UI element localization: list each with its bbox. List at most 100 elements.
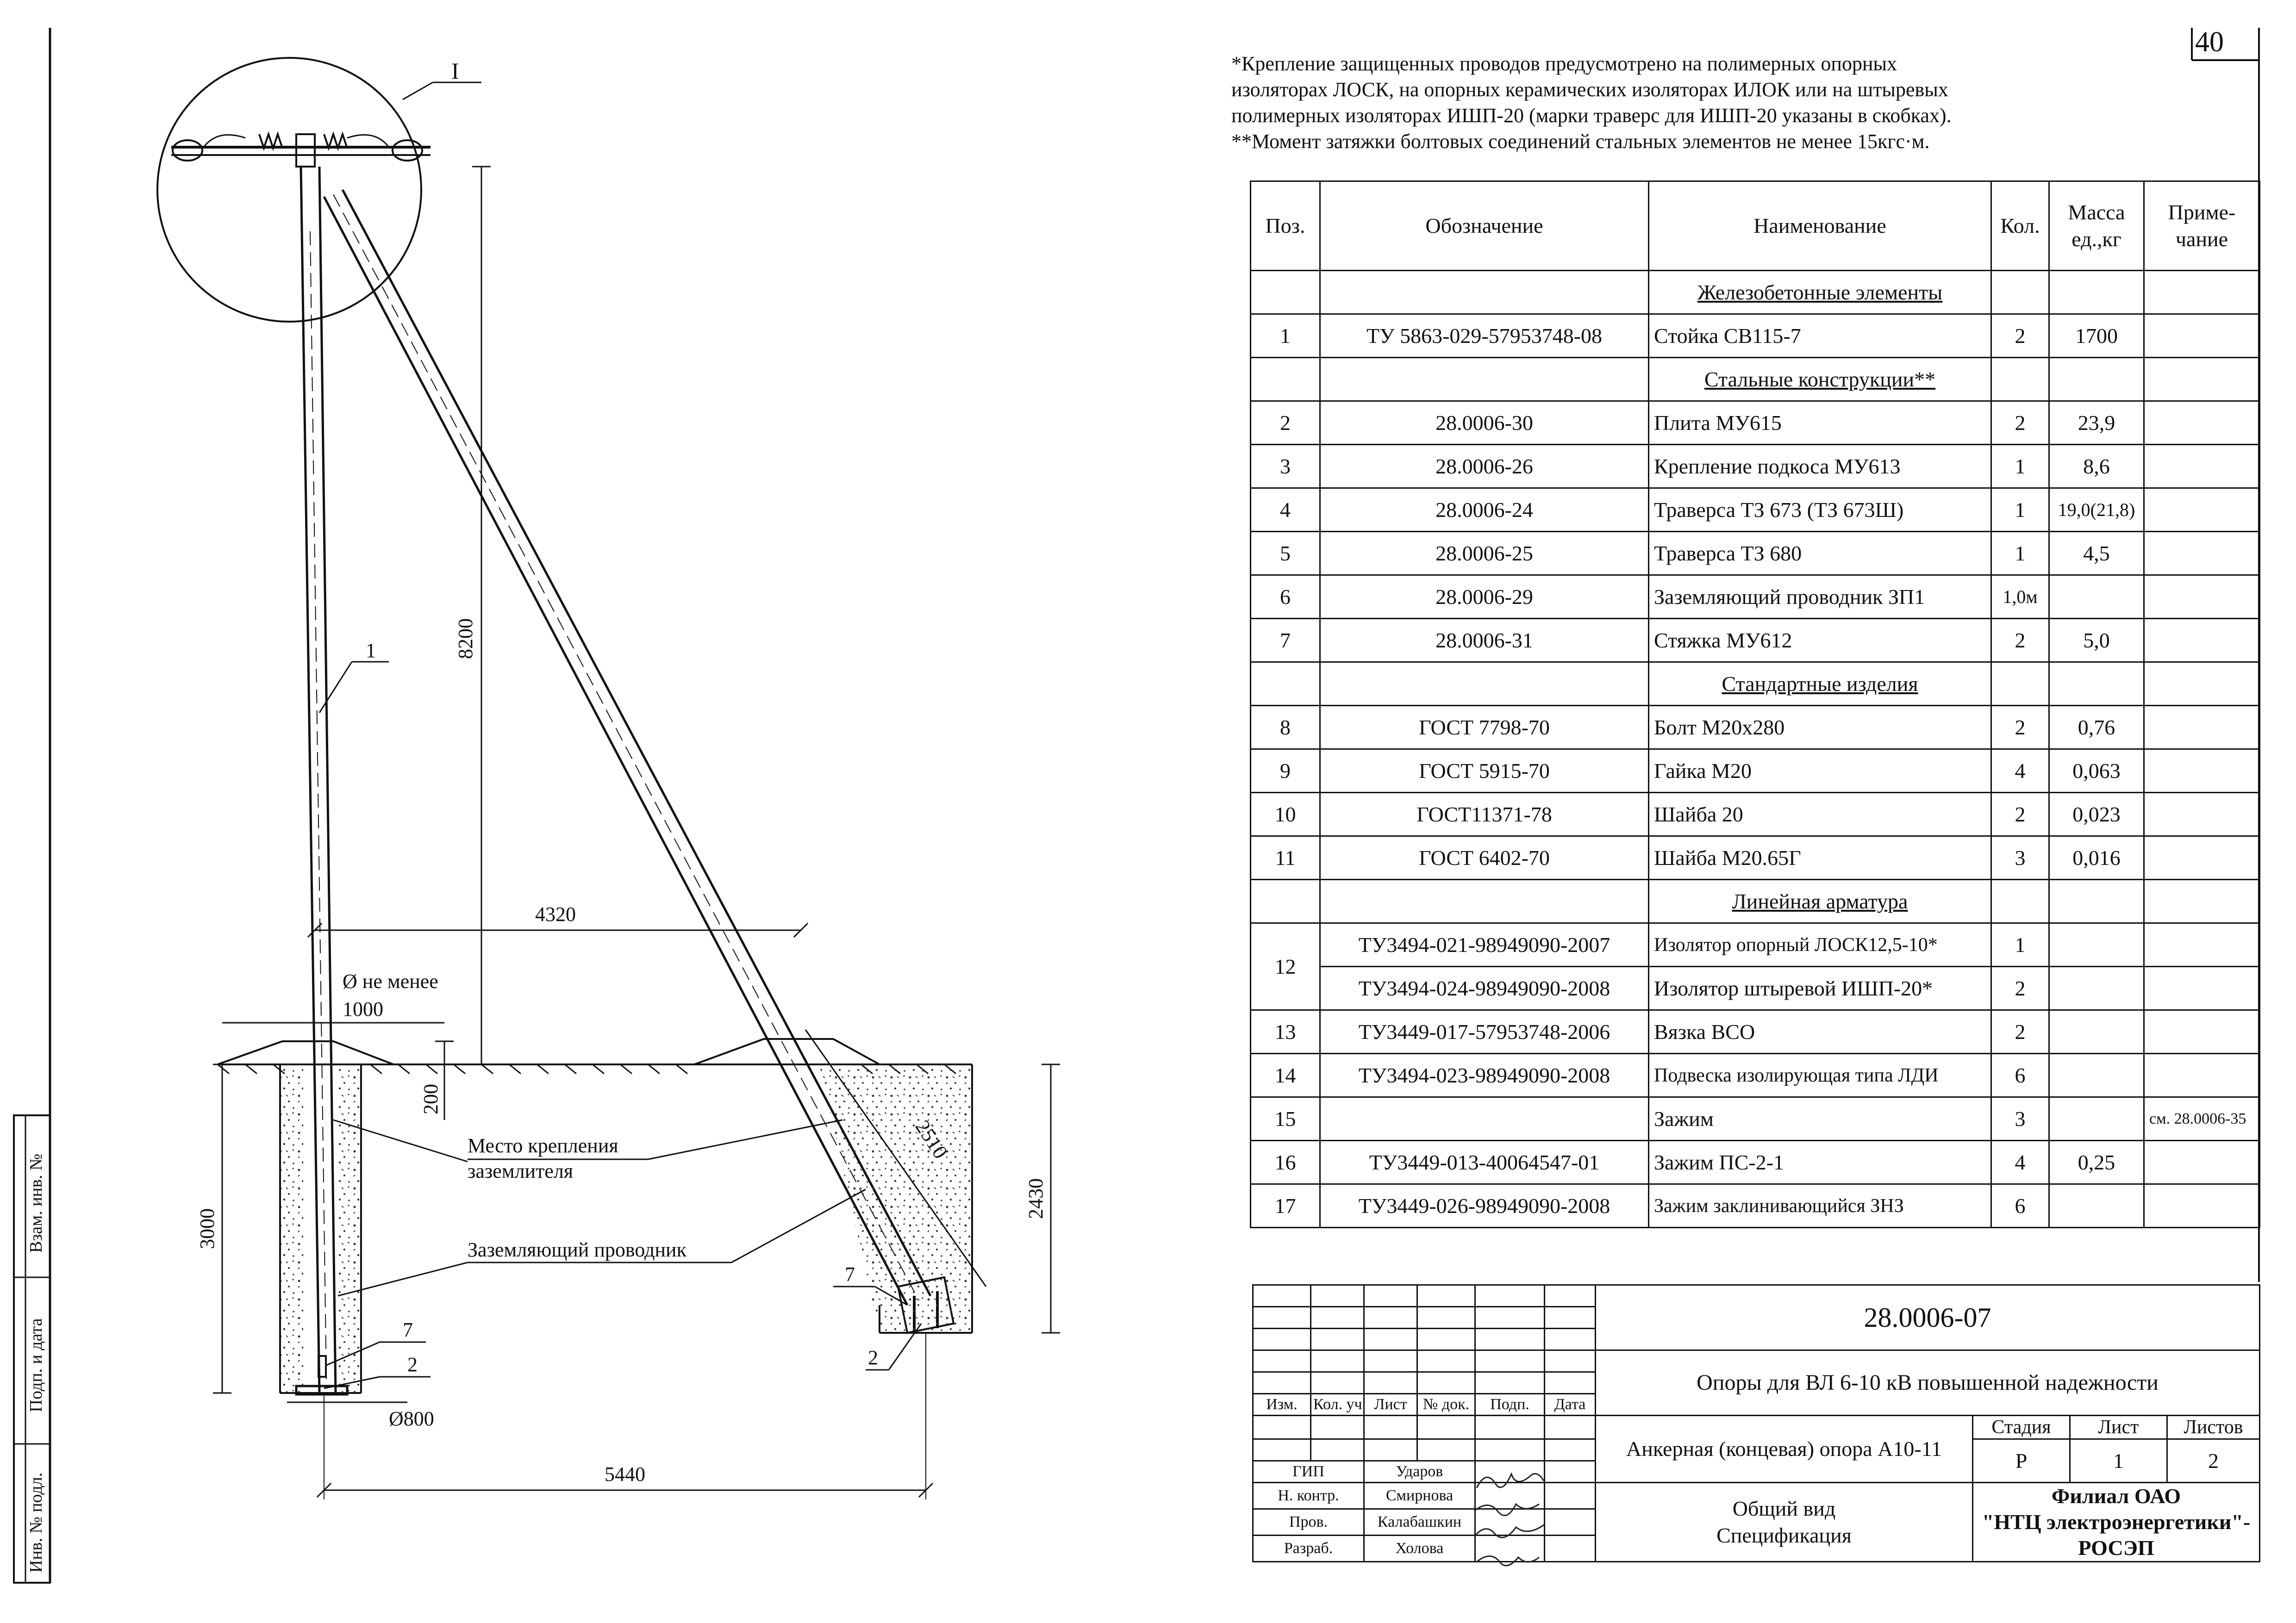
spec-table: Поз. Обозначение Наименование Кол. Масса… xyxy=(1250,180,2260,1228)
page-number: 40 xyxy=(2195,26,2224,58)
table-row: 2 28.0006-30 Плита МУ615 2 23,9 xyxy=(1250,400,2260,445)
wire-right xyxy=(347,134,390,148)
dim-4320-tick-r xyxy=(793,922,809,938)
row-pos: 13 xyxy=(1250,1009,1321,1054)
row-designation: ТУ3494-021-98949090-2007 xyxy=(1319,922,1649,967)
stand-line-left xyxy=(299,166,321,1393)
row-pos: 3 xyxy=(1250,444,1321,489)
dim-800: Ø800 xyxy=(389,1407,434,1430)
drawing-labels: Место крепления заземлителя Заземляющий … xyxy=(318,639,922,1389)
callout-plate-left: 2 xyxy=(407,1353,418,1376)
stamp-column-headers: Изм. Кол. уч. Лист № док. Подп. Дата xyxy=(1252,1393,2260,1416)
organization: Филиал ОАО"НТЦ электроэнергетики"-РОСЭП xyxy=(1972,1482,2261,1562)
table-row: 4 28.0006-24 Траверса ТЗ 673 (ТЗ 673Ш) 1… xyxy=(1250,487,2260,532)
org-line-2: "НТЦ электроэнергетики"- xyxy=(1982,1510,2251,1534)
row-qty: 2 xyxy=(1990,705,2050,750)
leader-ground-wire-a xyxy=(337,1262,468,1297)
org-line-3: РОСЭП xyxy=(2078,1536,2154,1560)
row-name: Зажим ПС-2-1 xyxy=(1648,1140,1992,1185)
row-mass xyxy=(2048,922,2145,967)
row-name: Изолятор штыревой ИШП-20* xyxy=(1648,966,1992,1011)
callout-tie-right: 7 xyxy=(845,1263,855,1286)
row-mass: 0,76 xyxy=(2048,705,2145,750)
wire-left xyxy=(203,134,246,148)
table-row: 7 28.0006-31 Стяжка МУ612 2 5,0 xyxy=(1250,618,2260,663)
row-note xyxy=(2143,792,2260,837)
header-note: Приме-чание xyxy=(2143,180,2260,271)
header-mass-line1: Масса xyxy=(2068,200,2125,224)
callout-stand: 1 xyxy=(366,639,376,662)
name-razrab: Холова xyxy=(1363,1535,1476,1562)
table-row: 13 ТУ3449-017-57953748-2006 Вязка ВСО 2 xyxy=(1250,1009,2260,1054)
row-name: Вязка ВСО xyxy=(1648,1009,1992,1054)
dim-4320: 4320 xyxy=(535,903,576,926)
dim-pit-diameter-line2: 1000 xyxy=(343,998,383,1020)
signature-razrab xyxy=(1476,1555,1540,1567)
row-note xyxy=(2143,444,2260,489)
row-note xyxy=(2143,705,2260,750)
row-qty: 1 xyxy=(1990,531,2050,576)
row-name: Зажим xyxy=(1648,1096,1992,1141)
col-kol-uch: Кол. уч. xyxy=(1310,1393,1365,1416)
row-note xyxy=(2143,487,2260,532)
row-designation: 28.0006-25 xyxy=(1319,531,1649,576)
row-note xyxy=(2143,531,2260,576)
row-note xyxy=(2143,574,2260,619)
stage-value: Р xyxy=(1972,1438,2071,1483)
row-designation: ТУ3449-013-40064547-01 xyxy=(1319,1140,1649,1185)
content-line-1: Общий вид xyxy=(1732,1497,1836,1520)
row-designation: 28.0006-31 xyxy=(1319,618,1649,663)
row-designation xyxy=(1319,1096,1649,1141)
stand-line-right xyxy=(318,166,337,1393)
row-note xyxy=(2143,1183,2260,1228)
strut-axis xyxy=(333,194,919,1301)
dim-2510-line xyxy=(805,1029,987,1287)
row-name: Гайка М20 xyxy=(1648,748,1992,793)
row-designation: ТУ3494-023-98949090-2008 xyxy=(1319,1053,1649,1098)
section-row: Стальные конструкции** xyxy=(1250,357,2260,402)
row-name: Плита МУ615 xyxy=(1648,400,1992,445)
callout-leader-stand xyxy=(318,661,353,713)
row-name: Шайба М20.65Г xyxy=(1648,835,1992,880)
row-qty: 4 xyxy=(1990,1140,2050,1185)
row-name: Стяжка МУ612 xyxy=(1648,618,1992,663)
row-designation: ТУ3449-017-57953748-2006 xyxy=(1319,1009,1649,1054)
side-stamp-frame xyxy=(13,1114,51,1584)
row-pos: 17 xyxy=(1250,1183,1321,1228)
row-mass: 1700 xyxy=(2048,313,2145,358)
detail-circle xyxy=(156,57,422,323)
row-mass: 8,6 xyxy=(2048,444,2145,489)
row-designation: ГОСТ 7798-70 xyxy=(1319,705,1649,750)
row-note xyxy=(2143,400,2260,445)
section-concrete: Железобетонные элементы xyxy=(1648,270,1992,315)
side-stamp-cell-3: Инв. № подл. xyxy=(26,1473,46,1573)
role-razrab: Разраб. xyxy=(1252,1535,1365,1562)
row-mass: 0,016 xyxy=(2048,835,2145,880)
row-qty: 2 xyxy=(1990,618,2050,663)
row-name: Стойка СВ115-7 xyxy=(1648,313,1992,358)
table-row: 12 ТУ3494-021-98949090-2007 Изолятор опо… xyxy=(1250,922,2260,1011)
row-pos: 9 xyxy=(1250,748,1321,793)
row-note xyxy=(2143,748,2260,793)
stand-axis xyxy=(310,231,327,1380)
col-date: Дата xyxy=(1544,1393,1596,1416)
leader-ground-point-a xyxy=(333,1119,468,1163)
name-n-kontr: Смирнова xyxy=(1363,1482,1476,1510)
row-pos: 2 xyxy=(1250,400,1321,445)
header-mass-line2: ед.,кг xyxy=(2071,227,2121,251)
tie-left xyxy=(318,1355,327,1378)
row-qty: 2 xyxy=(1990,400,2050,445)
row-mass xyxy=(2048,1096,2145,1141)
dim-8200: 8200 xyxy=(454,618,477,659)
row-designation: 28.0006-29 xyxy=(1319,574,1649,619)
row-name: Траверса ТЗ 673 (ТЗ 673Ш) xyxy=(1648,487,1992,532)
pit-left xyxy=(279,1064,362,1396)
name-gip: Ударов xyxy=(1363,1460,1476,1483)
sheets-value: 2 xyxy=(2166,1438,2261,1483)
row-mass: 5,0 xyxy=(2048,618,2145,663)
insulator-right xyxy=(392,139,423,162)
name-prov: Калабашкин xyxy=(1363,1508,1476,1536)
